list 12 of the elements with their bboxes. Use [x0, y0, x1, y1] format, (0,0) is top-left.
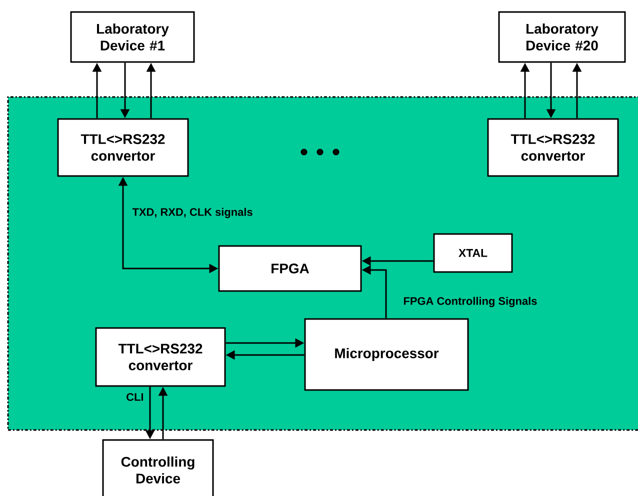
- edge-label: CLI: [124, 392, 146, 402]
- process-box: FPGA: [218, 245, 362, 292]
- edge-label: TXD, RXD, CLK signals: [130, 206, 254, 220]
- process-box: Laboratory Device #1: [70, 11, 195, 63]
- process-box: Controlling Device: [102, 439, 214, 496]
- process-box: TTL<>RS232 convertor: [95, 327, 226, 387]
- edge-label: FPGA Controlling Signals: [402, 295, 539, 309]
- process-box: Laboratory Device #20: [498, 11, 626, 63]
- process-box: TTL<>RS232 convertor: [487, 118, 619, 177]
- process-box: TTL<>RS232 convertor: [57, 118, 189, 177]
- process-box: XTAL: [433, 233, 513, 273]
- process-box: Microprocessor: [304, 318, 469, 391]
